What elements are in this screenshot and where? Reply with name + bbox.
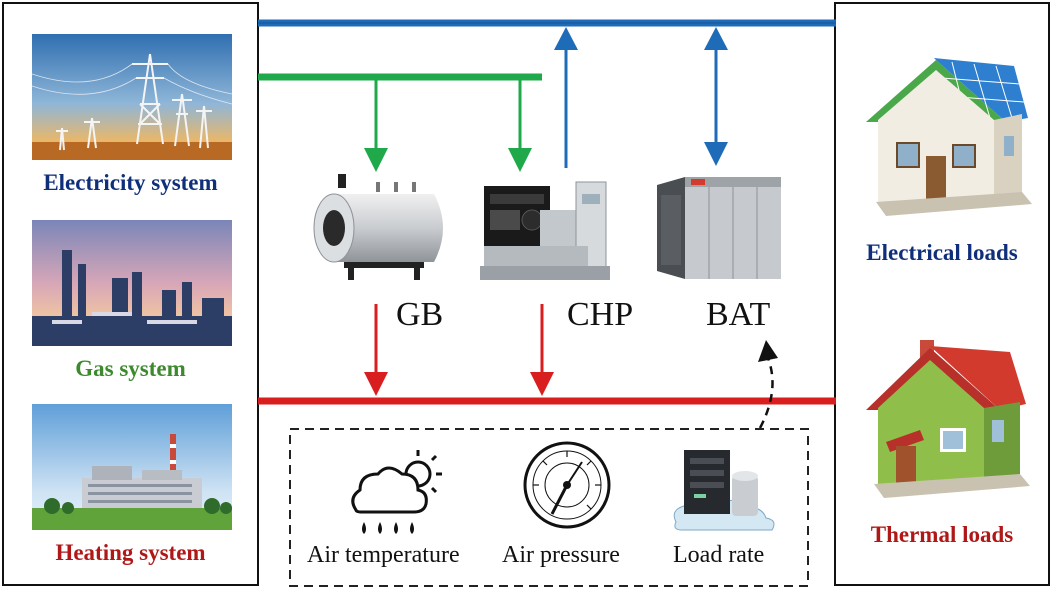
server-load-icon [670,446,780,534]
influence-factors-box [289,428,809,587]
thermal-loads-label: Thermal loads [870,522,1014,547]
weather-icon [342,444,454,540]
electricity-system-image [32,34,232,160]
barometer-icon [522,440,612,530]
gas-system-image [32,220,232,346]
air-pressure-label: Air pressure [502,542,620,568]
chp-unit-image [480,180,612,284]
bat-label: BAT [706,296,771,333]
energy-sources-panel: Electricity system [2,2,259,586]
heating-system-label: Heating system [55,540,206,565]
gb-label: GB [396,296,444,333]
electricity-system-label: Electricity system [43,170,218,195]
heating-system-image [32,404,232,530]
gas-boiler-image [304,172,454,284]
electrical-loads-label: Electrical loads [866,240,1018,265]
factors-to-bat-arrow [758,357,774,429]
thermal-load-house-image [860,334,1030,502]
loads-panel: Electrical loads Thermal loads [834,2,1050,586]
load-rate-label: Load rate [673,542,765,568]
battery-storage-image [655,175,783,285]
chp-label: CHP [567,296,634,333]
electrical-load-house-image [856,52,1032,224]
air-temperature-label: Air temperature [307,542,460,568]
gas-system-label: Gas system [75,356,186,381]
